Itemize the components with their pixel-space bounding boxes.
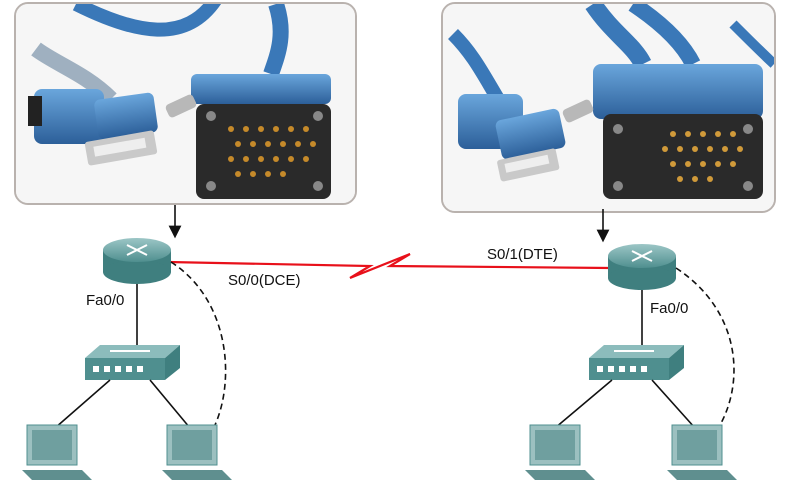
left-fa-label: Fa0/0 <box>86 292 125 309</box>
router-left-icon <box>103 238 171 284</box>
right-fa-label: Fa0/0 <box>650 300 689 317</box>
smart-serial-connector <box>28 89 158 166</box>
switch-left-icon <box>85 345 180 380</box>
left-serial-label: S0/0(DCE) <box>228 272 301 289</box>
dte-cable-image <box>443 4 774 211</box>
smart-serial-connector <box>458 94 566 182</box>
router-right-icon <box>608 244 676 290</box>
dce-cable-photo <box>14 2 357 205</box>
switch-right-icon <box>589 345 684 380</box>
pc-left-1-icon <box>22 424 92 480</box>
serial-link <box>167 252 611 280</box>
console-link-left <box>170 261 227 426</box>
dce-cable-image <box>16 4 355 203</box>
console-link-right <box>675 267 735 426</box>
v35-connector <box>562 64 763 199</box>
pc-left-2-icon <box>162 424 232 480</box>
pc-right-2-icon <box>667 424 737 480</box>
v35-connector <box>165 74 331 199</box>
dte-cable-photo <box>441 2 776 213</box>
right-serial-label: S0/1(DTE) <box>487 246 558 263</box>
pc-right-1-icon <box>525 424 595 480</box>
